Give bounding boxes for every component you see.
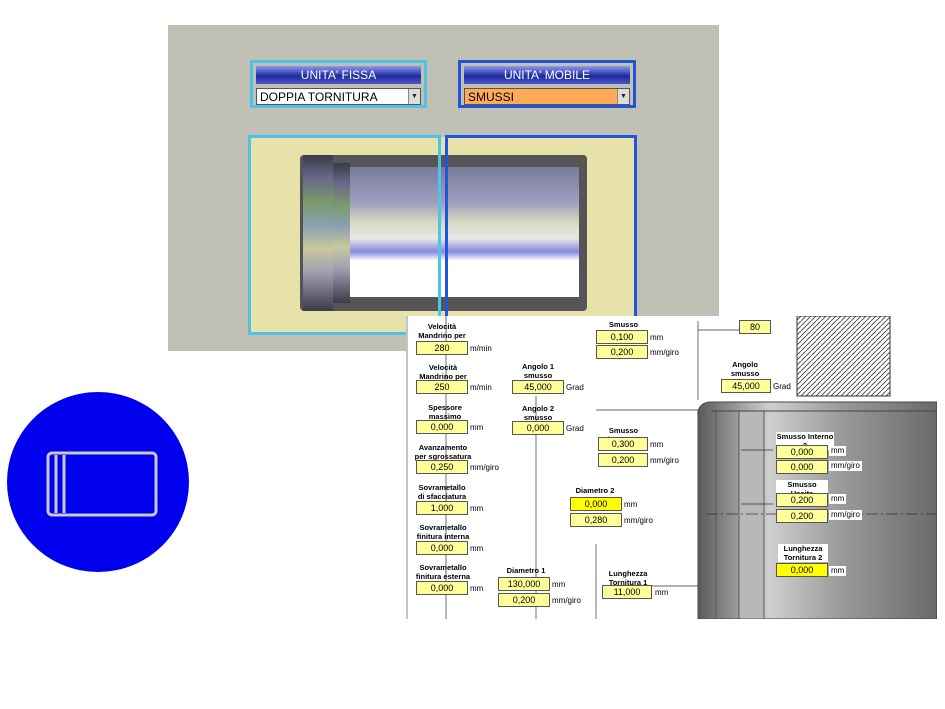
field-smusso-interno1-feed[interactable]: 0,200: [598, 453, 648, 467]
unit-smusso-interno2-feed: mm/giro: [829, 461, 862, 471]
field-smusso-uscita-feed[interactable]: 0,200: [776, 509, 828, 523]
workpiece-preview: [248, 135, 637, 335]
field-diametro2-mm[interactable]: 0,000: [570, 497, 622, 511]
field-angolo2[interactable]: 0,000: [512, 421, 564, 435]
fixed-unit-zone: [248, 135, 441, 335]
label-diametro1: Diametro 1: [506, 566, 546, 575]
unit-vel-sgrossatura: m/min: [470, 383, 492, 392]
field-angolo-esterno[interactable]: 45,000: [721, 379, 771, 393]
unit-smusso-uscita-mm: mm: [829, 494, 847, 504]
fixed-unit-value: DOPPIA TORNITURA: [260, 90, 378, 104]
mobile-unit-select[interactable]: SMUSSI ▼: [464, 88, 630, 105]
field-spessore[interactable]: 0,000: [416, 420, 468, 434]
mode-button[interactable]: [7, 392, 189, 572]
field-angolo1[interactable]: 45,000: [512, 380, 564, 394]
unit-diametro1-feed: mm/giro: [552, 596, 581, 605]
unit-smusso-esterno-feed: mm/giro: [650, 348, 679, 357]
field-lunghezza2[interactable]: 0,000: [776, 563, 828, 577]
label-lunghezza1: Lunghezza Tornitura 1: [608, 569, 648, 587]
workpiece-drawing: [300, 155, 587, 311]
mobile-unit-zone: [445, 135, 637, 335]
field-diametro1-mm[interactable]: 130,000: [498, 577, 550, 591]
parameters-drawing: Velocità Mandrino per finitura 280 m/min…: [406, 316, 937, 619]
label-diametro2: Diametro 2: [575, 486, 615, 495]
unit-angolo2: Grad: [566, 424, 584, 433]
mobile-unit-header: UNITA' MOBILE: [464, 66, 630, 84]
field-sovr-sfacciatura[interactable]: 1,000: [416, 501, 468, 515]
workpiece-icon: [46, 451, 158, 517]
fixed-unit-select[interactable]: DOPPIA TORNITURA ▼: [256, 88, 421, 105]
unit-smusso-esterno-mm: mm: [650, 333, 664, 342]
field-vel-sgrossatura[interactable]: 250: [416, 380, 468, 394]
unit-lunghezza1: mm: [655, 588, 669, 597]
unit-avanzamento: mm/giro: [470, 463, 499, 472]
label-sovr-sfacciatura: Sovrametallo di sfacciatura: [417, 483, 467, 501]
label-lunghezza2: Lunghezza Tornitura 2: [778, 544, 828, 562]
unit-diametro1-mm: mm: [552, 580, 566, 589]
field-lunghezza1[interactable]: 11,000: [602, 585, 652, 599]
mobile-unit-group: UNITA' MOBILE SMUSSI ▼: [458, 60, 636, 108]
unit-diametro2-mm: mm: [624, 500, 638, 509]
field-smusso-interno2-mm[interactable]: 0,000: [776, 445, 828, 459]
field-diametro1-feed[interactable]: 0,200: [498, 593, 550, 607]
unit-lunghezza2: mm: [829, 566, 847, 576]
field-smusso-esterno-mm[interactable]: 0,100: [596, 330, 648, 344]
mobile-unit-value: SMUSSI: [468, 90, 515, 104]
field-smusso-interno2-feed[interactable]: 0,000: [776, 460, 828, 474]
unit-diametro2-feed: mm/giro: [624, 516, 653, 525]
unit-sovr-interna: mm: [470, 544, 484, 553]
unit-angolo1: Grad: [566, 383, 584, 392]
unit-smusso-uscita-feed: mm/giro: [829, 510, 862, 520]
field-diametro2-feed[interactable]: 0,280: [570, 513, 622, 527]
machine-config-panel: UNITA' FISSA DOPPIA TORNITURA ▼ UNITA' M…: [168, 25, 719, 351]
unit-sovr-sfacciatura: mm: [470, 504, 484, 513]
unit-spessore: mm: [470, 423, 484, 432]
field-sovr-interna[interactable]: 0,000: [416, 541, 468, 555]
field-sovr-esterna[interactable]: 0,000: [416, 581, 468, 595]
label-sovr-interna: Sovrametallo finitura interna: [416, 523, 470, 541]
chevron-down-icon[interactable]: ▼: [617, 89, 629, 104]
fixed-unit-group: UNITA' FISSA DOPPIA TORNITURA ▼: [250, 60, 427, 108]
label-sovr-esterna: Sovrametallo finitura esterna: [415, 563, 471, 581]
unit-smusso-interno1-feed: mm/giro: [650, 456, 679, 465]
field-vel-finitura[interactable]: 280: [416, 341, 468, 355]
field-smusso-interno1-mm[interactable]: 0,300: [598, 437, 648, 451]
field-smusso-uscita-mm[interactable]: 0,200: [776, 493, 828, 507]
field-smusso-esterno-feed[interactable]: 0,200: [596, 345, 648, 359]
fixed-unit-header: UNITA' FISSA: [256, 66, 421, 84]
unit-smusso-interno1-mm: mm: [650, 440, 664, 449]
unit-sovr-esterna: mm: [470, 584, 484, 593]
label-avanzamento: Avanzamento per sgrossatura: [414, 443, 472, 461]
field-avanzamento[interactable]: 0,250: [416, 460, 468, 474]
unit-vel-finitura: m/min: [470, 344, 492, 353]
unit-angolo-esterno: Grad: [773, 382, 791, 391]
field-top-dimension[interactable]: 80: [739, 320, 771, 334]
chevron-down-icon[interactable]: ▼: [408, 89, 420, 104]
unit-smusso-interno2-mm: mm: [829, 446, 847, 456]
